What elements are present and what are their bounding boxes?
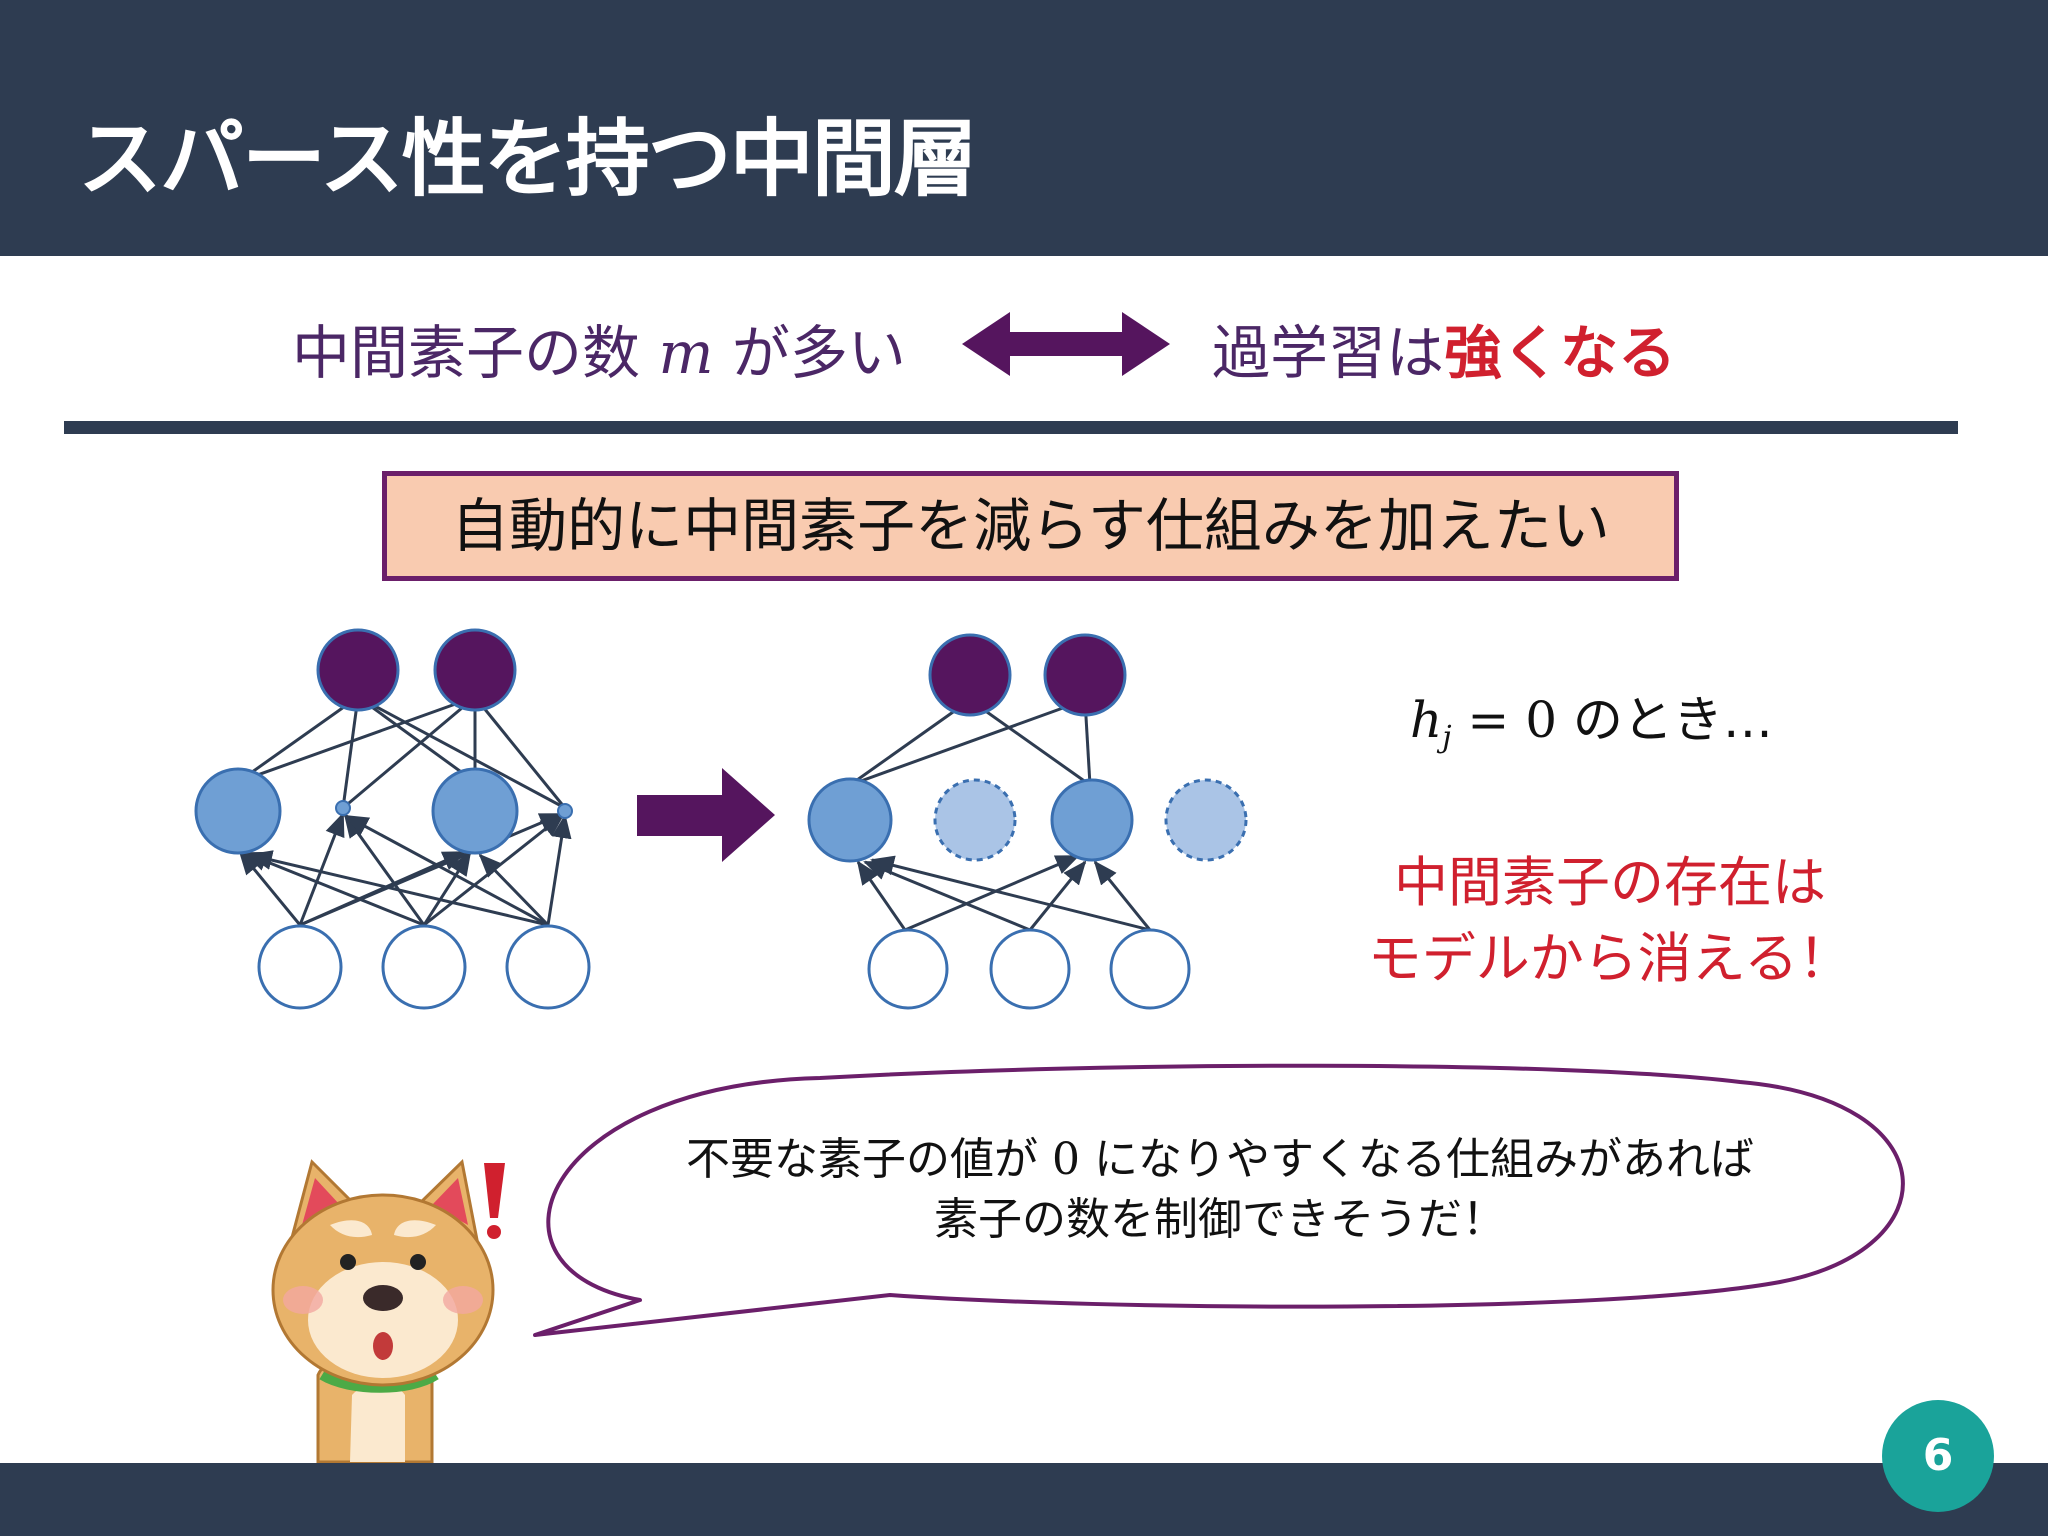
output-node: [928, 633, 1012, 717]
condition-text: hj = 0 のとき…: [1410, 680, 1773, 755]
speech-line-2: 素子の数を制御できそうだ！: [934, 1194, 1506, 1245]
network-left: [194, 628, 591, 1010]
input-node: [1109, 928, 1191, 1010]
input-node: [867, 928, 949, 1010]
result-line-1: 中間素子の存在は: [1394, 851, 1826, 914]
slide-title: スパース性を持つ中間層: [78, 110, 978, 208]
var-j: j: [1442, 720, 1452, 755]
hidden-node: [1050, 778, 1134, 862]
speech-line-1: 不要な素子の値が 0 になりやすくなる仕組みがあれば: [600, 1130, 1840, 1190]
speech-line-1-suffix: になりやすくなる仕組みがあれば: [1080, 1134, 1754, 1185]
header-bar: [0, 0, 2048, 256]
hidden-node: [194, 767, 282, 855]
result-line-2: モデルから消える！: [1367, 927, 1853, 990]
condition-suffix: のとき…: [1557, 691, 1773, 749]
removed-hidden-node: [933, 778, 1017, 862]
speech-zero: 0: [1052, 1134, 1080, 1185]
relation-left-suffix: が多い: [713, 319, 906, 387]
relation-right-prefix: 過学習は: [1212, 319, 1445, 387]
goal-box: 自動的に中間素子を減らす仕組みを加えたい: [382, 471, 1679, 581]
hidden-node: [431, 767, 519, 855]
double-headed-arrow-icon: [962, 312, 1170, 376]
output-node: [433, 628, 517, 712]
hidden-node: [807, 777, 893, 863]
var-h: h: [1410, 691, 1443, 749]
input-node: [505, 924, 591, 1010]
input-node: [257, 924, 343, 1010]
exclamation-icon: [484, 1163, 505, 1239]
output-node: [316, 628, 400, 712]
hidden-node-small: [335, 800, 351, 816]
speech-line-1-prefix: 不要な素子の値が: [686, 1134, 1052, 1185]
input-node: [381, 924, 467, 1010]
relation-right-text: 過学習は強くなる: [1212, 306, 1676, 390]
variable-m: m: [658, 319, 714, 387]
result-text: 中間素子の存在は モデルから消える！: [1340, 845, 1880, 997]
equals-zero: = 0: [1451, 691, 1558, 749]
output-node: [1043, 633, 1127, 717]
footer-bar: [0, 1463, 2048, 1536]
speech-bubble: [533, 1063, 1905, 1337]
shiba-dog-illustration: [271, 1158, 505, 1464]
section-divider: [64, 421, 1958, 434]
speech-text: 不要な素子の値が 0 になりやすくなる仕組みがあれば 素子の数を制御できそうだ！: [600, 1130, 1840, 1250]
network-right: [807, 633, 1248, 1010]
relation-left-text: 中間素子の数 m が多い: [292, 306, 906, 390]
hidden-node-small: [557, 803, 573, 819]
relation-right-emphasis: 強くなる: [1444, 319, 1677, 387]
page-number-badge: 6: [1882, 1400, 1994, 1512]
relation-left-prefix: 中間素子の数: [292, 319, 659, 387]
input-node: [989, 928, 1071, 1010]
right-arrow-icon: [637, 768, 775, 862]
removed-hidden-node: [1164, 778, 1248, 862]
